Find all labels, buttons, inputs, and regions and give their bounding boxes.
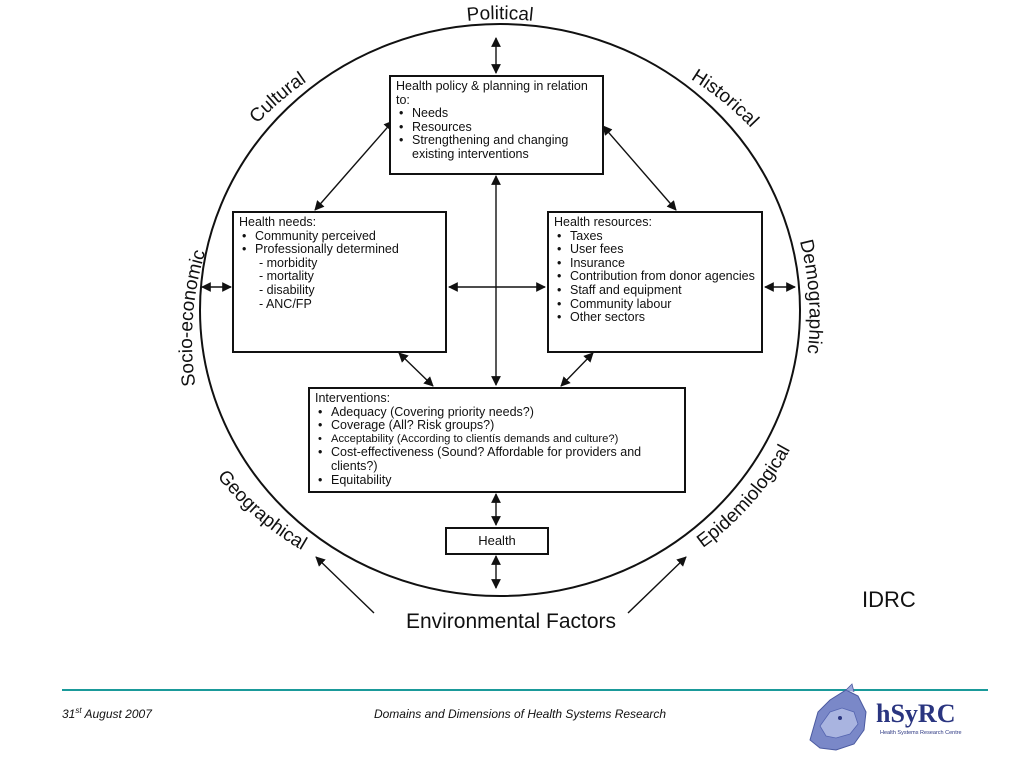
list-item: Equitability xyxy=(315,473,679,488)
list-item: Community perceived xyxy=(239,229,440,244)
list-item: User fees xyxy=(554,243,756,257)
list-item: Cost-effectiveness (Sound? Affordable fo… xyxy=(315,446,679,473)
arrow-resources-interventions xyxy=(560,352,594,387)
rhino-emblem-icon xyxy=(809,683,867,751)
list-item: Insurance xyxy=(554,256,756,271)
logo-wordmark: hSyRC xyxy=(876,699,955,728)
idrc-label: IDRC xyxy=(862,587,916,612)
framework-diagram: Political Historical Demographic Epidemi… xyxy=(176,3,826,633)
health-resources-box: Health resources: Taxes User fees Insura… xyxy=(547,211,763,353)
list-item: Coverage (All? Risk groups?) xyxy=(315,419,679,433)
interventions-box-list: Adequacy (Covering priority needs?) Cove… xyxy=(315,405,679,488)
connector-arrows xyxy=(201,37,796,614)
arrow-env-geographical xyxy=(315,556,375,614)
arrow-needs-interventions xyxy=(398,352,434,387)
arrow-needs-policy xyxy=(314,120,394,211)
environment-circle xyxy=(199,23,801,597)
footer-divider xyxy=(62,689,988,691)
list-item: Taxes xyxy=(554,229,756,244)
sub-list-item: - morbidity xyxy=(259,255,318,270)
interventions-box-title: Interventions: xyxy=(315,391,391,405)
hsyrc-logo: hSyRC Health Systems Research Centre xyxy=(809,683,962,751)
list-item: Needs xyxy=(396,107,597,121)
health-policy-box: Health policy & planning in relation to:… xyxy=(389,75,604,175)
label-geographical: Geographical xyxy=(213,466,310,554)
list-item: Acceptability (According to clientís dem… xyxy=(315,433,679,447)
policy-box-list: Needs Resources Strengthening and changi… xyxy=(396,107,597,161)
footer-date: 31st August 2007 xyxy=(62,706,152,721)
environmental-factors-label: Environmental Factors xyxy=(406,610,616,633)
arrow-policy-resources xyxy=(602,125,677,211)
health-box: Health xyxy=(445,527,549,555)
list-item: Contribution from donor agencies xyxy=(554,270,756,284)
interventions-box: Interventions: Adequacy (Covering priori… xyxy=(308,387,686,493)
list-item: Community labour xyxy=(554,297,756,312)
logo-subtext: Health Systems Research Centre xyxy=(880,730,962,736)
list-item: Other sectors xyxy=(554,311,756,325)
resources-box-list: Taxes User fees Insurance Contribution f… xyxy=(554,229,756,325)
arrow-env-epidemiological xyxy=(627,556,687,614)
list-item: Adequacy (Covering priority needs?) xyxy=(315,405,679,420)
needs-box-title: Health needs: xyxy=(239,215,317,229)
needs-box-list: Community perceived Professionally deter… xyxy=(239,229,440,312)
list-item: Professionally determined xyxy=(239,243,440,257)
sub-list-item: - disability xyxy=(259,282,315,297)
health-needs-box: Health needs: Community perceived Profes… xyxy=(232,211,447,353)
sub-list-item: - mortality xyxy=(259,269,314,284)
list-item: Resources xyxy=(396,120,597,135)
label-epidemiological: Epidemiological xyxy=(693,441,795,552)
list-item: Strengthening and changing existing inte… xyxy=(396,134,597,161)
list-item: Staff and equipment xyxy=(554,283,756,298)
policy-box-title: Health policy & planning in relation to: xyxy=(396,79,588,107)
footer-title: Domains and Dimensions of Health Systems… xyxy=(373,707,667,721)
label-political: Political xyxy=(466,3,535,26)
resources-box-title: Health resources: xyxy=(554,215,652,229)
sub-list-item: - ANC/FP xyxy=(259,296,312,311)
